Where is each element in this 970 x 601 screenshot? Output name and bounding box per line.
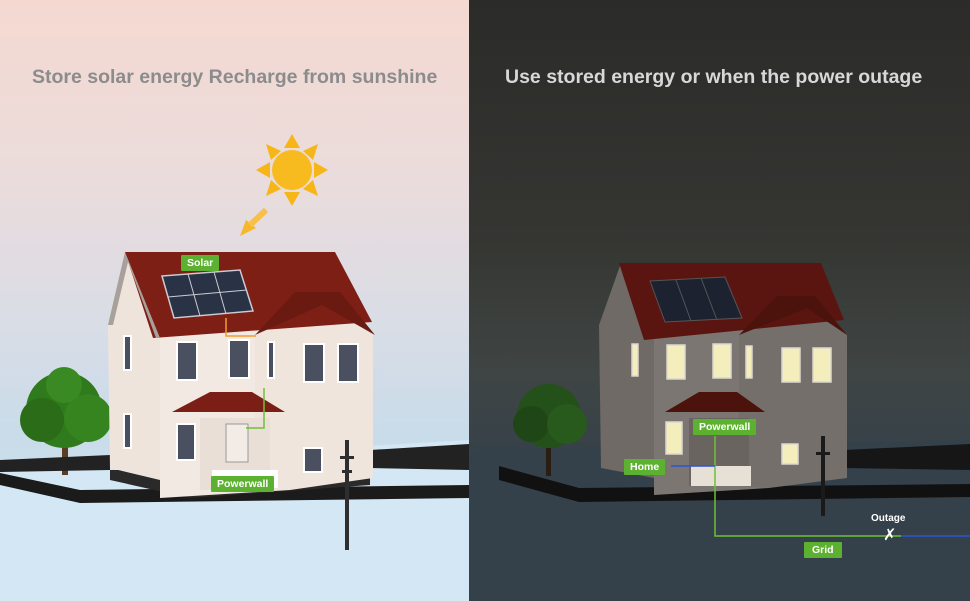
left-panel-day: Store solar energy Recharge from sunshin… — [0, 0, 469, 601]
night-house-scene — [469, 263, 970, 601]
day-house-scene — [0, 134, 469, 601]
sun-icon — [256, 134, 328, 206]
grid-label: Grid — [804, 542, 842, 558]
outage-icon: ✗ — [883, 527, 897, 544]
right-heading: Use stored energy or when the power outa… — [505, 66, 923, 88]
tree — [20, 367, 112, 475]
outage-label: Outage — [871, 513, 906, 524]
solar-panel — [161, 269, 254, 319]
utility-pole — [340, 440, 354, 550]
tree-night — [513, 384, 587, 476]
powerwall-label-night: Powerwall — [693, 419, 757, 435]
left-heading: Store solar energy Recharge from sunshin… — [32, 66, 438, 88]
sun-ray-arrow-icon — [240, 207, 269, 236]
utility-pole-night — [816, 436, 830, 516]
solar-label: Solar — [181, 255, 220, 271]
home-label: Home — [624, 459, 666, 475]
powerwall-label-day: Powerwall — [211, 476, 275, 492]
right-panel-night: Use stored energy or when the power outa… — [469, 0, 970, 601]
